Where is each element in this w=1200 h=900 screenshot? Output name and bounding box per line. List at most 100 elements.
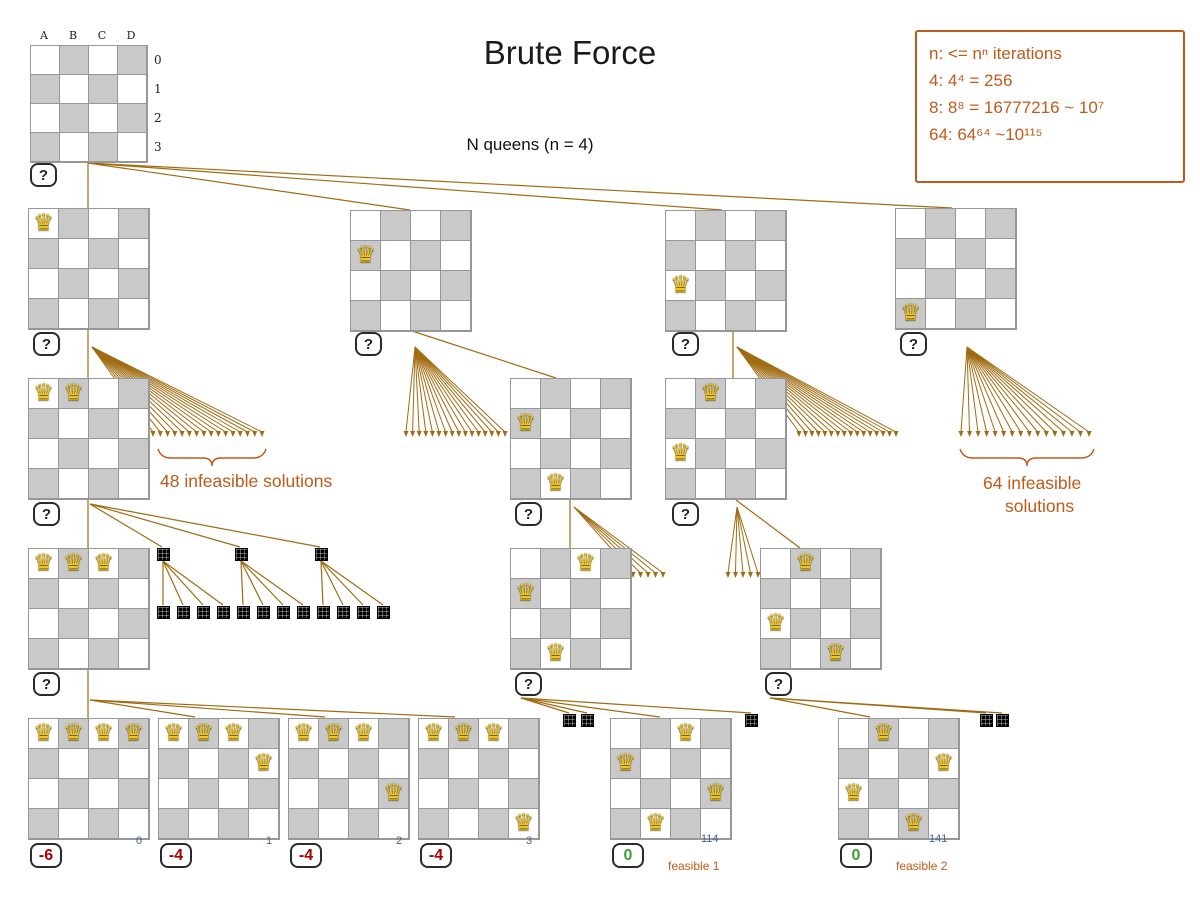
board-cell: ♛ (511, 409, 541, 439)
board-cell (119, 379, 149, 409)
board-cell (119, 269, 149, 299)
pruned-subtree-icon (237, 606, 250, 619)
pruned-arrow-icon (449, 431, 455, 437)
pruned-arrow-icon (867, 431, 873, 437)
board-cell (696, 271, 726, 301)
board-a2-b0: ♛♛ (665, 378, 787, 500)
board-cell (726, 271, 756, 301)
board-cell (986, 239, 1016, 269)
queen-icon: ♛ (223, 720, 244, 746)
board-cell (756, 211, 786, 241)
pruned-arrow-icon (495, 431, 501, 437)
board-cell (419, 779, 449, 809)
board-cell (761, 639, 791, 669)
pruned-arrow-icon (502, 431, 508, 437)
pruned-arrow-icon (443, 431, 449, 437)
queen-icon: ♛ (903, 810, 924, 836)
board-cell (926, 269, 956, 299)
queen-icon: ♛ (615, 750, 636, 776)
pruned-arrow-icon (861, 431, 867, 437)
pruned-subtree-icon (315, 548, 328, 561)
board-cell (509, 749, 539, 779)
board-cell (696, 211, 726, 241)
board-a0: ♛ (28, 208, 150, 330)
board-cell (381, 211, 411, 241)
board-cell (899, 779, 929, 809)
board-cell (869, 749, 899, 779)
pruned-arrow-icon (880, 431, 886, 437)
board-cell (119, 809, 149, 839)
board-cell (29, 299, 59, 329)
board-cell (89, 809, 119, 839)
board-cell (701, 809, 731, 839)
board-cell (899, 749, 929, 779)
board-cell (479, 749, 509, 779)
board-cell (541, 409, 571, 439)
board-cell (379, 809, 409, 839)
board-cell (896, 209, 926, 239)
queen-icon: ♛ (675, 720, 696, 746)
board-cell (641, 779, 671, 809)
queen-icon: ♛ (293, 720, 314, 746)
board-cell (896, 269, 926, 299)
board-cell (31, 46, 60, 75)
board-cell (29, 469, 59, 499)
board-cell (601, 409, 631, 439)
board-a1: ♛ (350, 210, 472, 332)
board-cell (441, 301, 471, 331)
row-header: 3 (154, 139, 162, 154)
queen-icon: ♛ (33, 550, 54, 576)
queen-icon: ♛ (545, 470, 566, 496)
column-header: D (126, 29, 137, 42)
board-cell (89, 239, 119, 269)
board-cell (726, 379, 756, 409)
board-cell (379, 719, 409, 749)
tree-edge (736, 506, 759, 574)
queen-icon: ♛ (33, 380, 54, 406)
board-cell (349, 749, 379, 779)
question-badge: ? (900, 332, 927, 356)
tree-edge (89, 503, 321, 548)
board-cell (986, 269, 1016, 299)
board-a0-b0: ♛♛ (28, 378, 150, 500)
tree-edge (162, 560, 204, 606)
board-cell (441, 271, 471, 301)
board-cell (929, 719, 959, 749)
board-cell (696, 409, 726, 439)
tree-edge (414, 346, 506, 433)
board-cell: ♛ (89, 719, 119, 749)
board-cell (351, 271, 381, 301)
board-cell (381, 301, 411, 331)
tree-edge (414, 346, 460, 433)
board-cell: ♛ (929, 749, 959, 779)
pruned-arrow-icon (237, 431, 243, 437)
board-cell (509, 779, 539, 809)
pruned-subtree-icon (277, 606, 290, 619)
root-board (30, 45, 148, 163)
board-cell: ♛ (189, 719, 219, 749)
tree-edge (89, 699, 326, 718)
board-cell (119, 469, 149, 499)
brace-icon (157, 448, 267, 467)
queen-icon: ♛ (843, 780, 864, 806)
board-cell (89, 439, 119, 469)
board-cell (726, 409, 756, 439)
board-cell (839, 719, 869, 749)
board-cell (541, 579, 571, 609)
board-cell (449, 779, 479, 809)
board-cell (59, 639, 89, 669)
board-cell (756, 271, 786, 301)
tree-edge (414, 346, 453, 433)
tree-edge (414, 346, 473, 433)
board-cell (509, 719, 539, 749)
page-title: Brute Force (483, 34, 657, 71)
tree-edge (414, 346, 427, 433)
tree-edge (735, 506, 738, 574)
board-cell (411, 241, 441, 271)
pruned-arrow-icon (1018, 431, 1024, 437)
tree-edge (162, 560, 184, 606)
info-line: 4: 4⁴ = 256 (929, 71, 1013, 90)
pruned-arrow-icon (893, 431, 899, 437)
board-cell (511, 549, 541, 579)
board-cell (601, 439, 631, 469)
